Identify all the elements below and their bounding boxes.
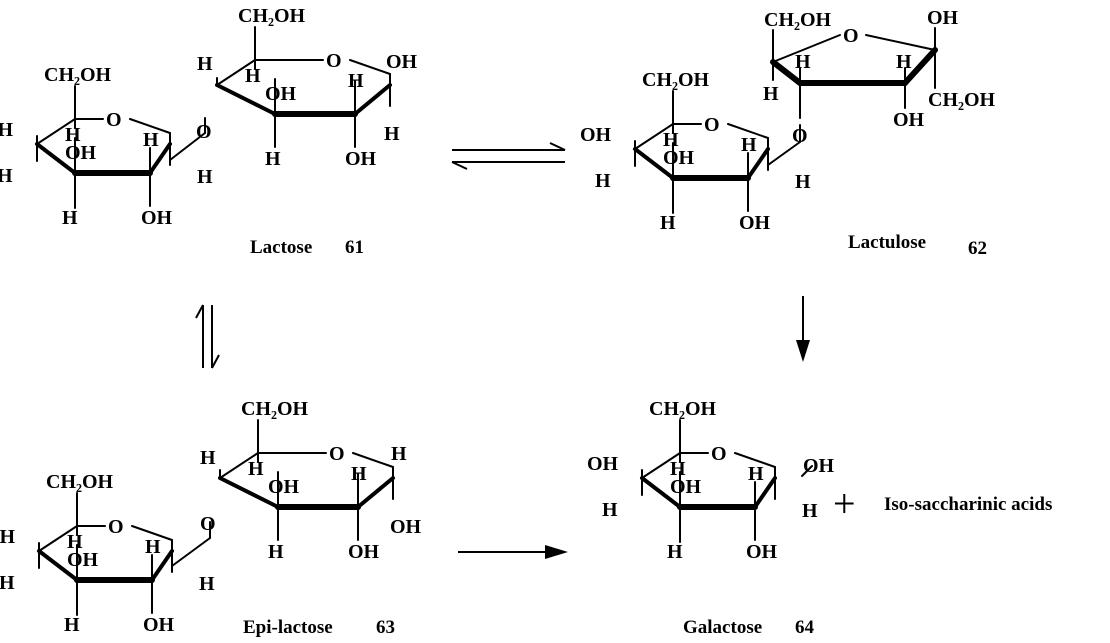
fru-ch2oh-right: CH₂OH xyxy=(928,89,996,111)
glc-c1-h: H xyxy=(384,123,400,145)
glycosidic-oxygen: O xyxy=(200,513,216,535)
lactulose-caption: Lactulose xyxy=(848,232,926,253)
glc-c4-h: H xyxy=(200,447,216,469)
iso-saccharinic-acids: Iso-saccharinic acids xyxy=(884,494,1052,515)
fru-oh-c4: OH xyxy=(893,109,925,131)
lactose-structure: OH O H OH H Lactose 61 xyxy=(0,0,418,258)
galactose-caption: Galactose xyxy=(683,617,762,638)
fru-h-c4: H xyxy=(896,51,912,73)
lactulose-structure: O CH₂OH O OH H H H OH CH₂OH Lactulose 62 xyxy=(580,7,996,259)
reaction-arrow-down xyxy=(796,296,810,362)
glycosidic-oxygen: O xyxy=(196,121,212,143)
lactose-caption: Lactose xyxy=(250,237,312,258)
reaction-arrow-right xyxy=(458,545,568,559)
fru-ch2oh-top: CH₂OH xyxy=(764,9,832,31)
equilibrium-arrow-horizontal xyxy=(451,142,566,170)
glc-c4-h: H xyxy=(197,53,213,75)
epilactose-caption: Epi-lactose xyxy=(243,617,333,638)
fru-ring-oxygen: O xyxy=(843,25,859,47)
fru-h-c3: H xyxy=(795,51,811,73)
fru-h-left: H xyxy=(763,83,779,105)
plus-sign: + xyxy=(833,481,856,526)
lactose-number: 61 xyxy=(345,237,364,258)
fru-oh-top: OH xyxy=(927,7,959,29)
glc-c1-oh: OH xyxy=(386,51,418,73)
glc-c1-oh: OH xyxy=(390,516,422,538)
galactose-number: 64 xyxy=(795,617,815,638)
glycosidic-oxygen: O xyxy=(792,125,808,147)
glc-c1-h: H xyxy=(391,443,407,465)
galactose-structure: OH Galactose 64 xyxy=(587,398,835,638)
epilactose-number: 63 xyxy=(376,617,395,638)
epilactose-structure: O H H OH Epi-lactose 63 xyxy=(0,398,422,638)
gal-c1-oh: OH xyxy=(803,455,835,477)
lactulose-number: 62 xyxy=(968,238,987,259)
equilibrium-arrow-vertical xyxy=(195,304,220,369)
